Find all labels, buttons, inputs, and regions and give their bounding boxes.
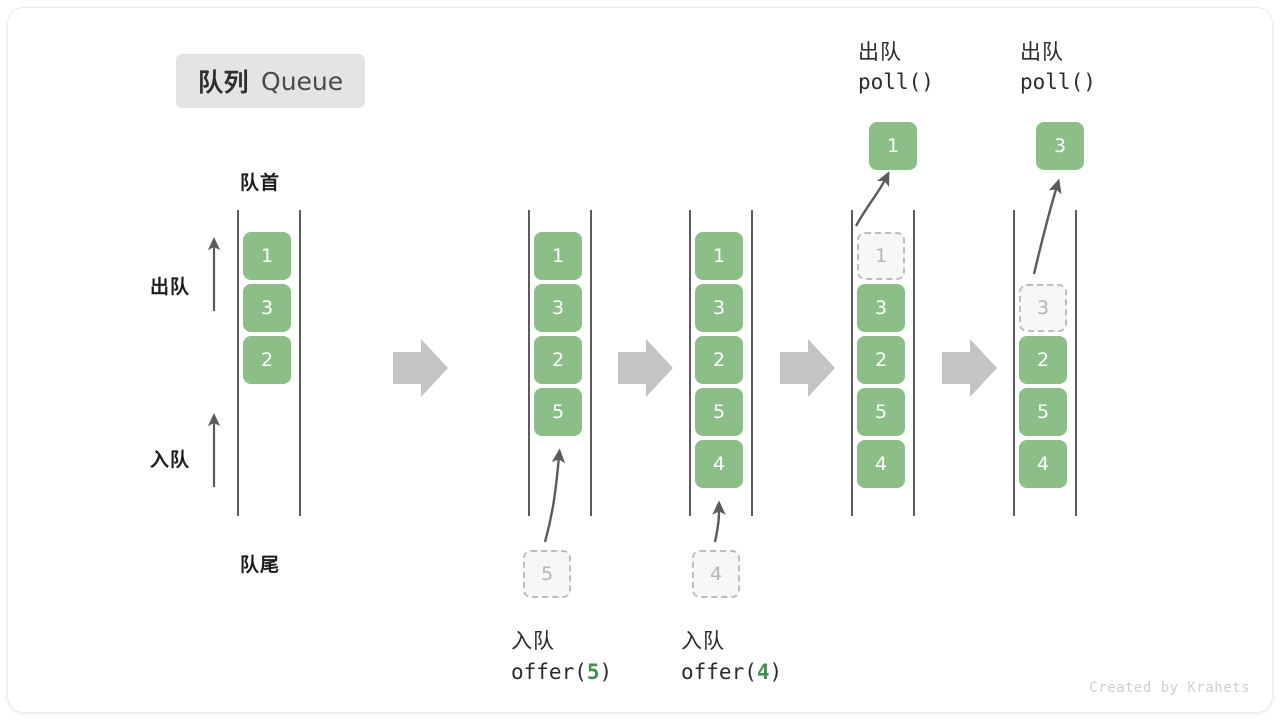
incoming-element-ghost: 5	[523, 550, 571, 598]
operation-label-cn-4: 出队	[1020, 41, 1064, 64]
title-badge: 队列 Queue	[176, 54, 366, 108]
queue-cell-new: 5	[534, 388, 582, 436]
queue-cell: 4	[857, 440, 905, 488]
operation-code-3: poll()	[858, 70, 934, 94]
code-prefix: offer(	[681, 660, 757, 684]
queue-cell: 3	[857, 284, 905, 332]
credit-watermark: Created by Krahets	[1089, 680, 1250, 696]
queue-cell: 3	[695, 284, 743, 332]
title-chinese: 队列	[198, 69, 250, 97]
queue-rail-left-3	[851, 210, 853, 516]
stage-transition-arrow-2	[618, 339, 673, 397]
title-english: Queue	[261, 66, 344, 96]
queue-cell: 5	[695, 388, 743, 436]
queue-cell: 2	[695, 336, 743, 384]
queue-cell: 2	[243, 336, 291, 384]
stage-transition-arrow-3	[780, 339, 835, 397]
queue-cell: 1	[695, 232, 743, 280]
queue-rail-right-1	[590, 210, 592, 516]
queue-cell: 5	[1019, 388, 1067, 436]
code-prefix: offer(	[511, 660, 587, 684]
queue-cell: 1	[534, 232, 582, 280]
queue-rail-right-0	[299, 210, 301, 516]
arrow-overlay	[207, 171, 1062, 543]
queue-rail-right-2	[751, 210, 753, 516]
queue-cell: 1	[243, 232, 291, 280]
code-argument: 4	[756, 660, 770, 684]
operation-label-cn-1: 入队	[511, 630, 555, 653]
queue-cell: 5	[857, 388, 905, 436]
code-suffix: )	[599, 660, 613, 684]
enqueue-arrow-4	[712, 500, 726, 543]
diagram-card: 队列 Queue 队首 队尾 出队 入队 1 3 2 1 3 2 5 5 入队 …	[8, 8, 1272, 712]
dequeue-direction-label: 出队	[150, 277, 191, 298]
dequeue-arrow-3	[1032, 178, 1062, 275]
dequeued-element: 3	[1036, 122, 1084, 170]
queue-rail-left-1	[528, 210, 530, 516]
queue-head-label: 队首	[240, 173, 281, 194]
operation-label-cn-3: 出队	[858, 41, 902, 64]
code-argument: 5	[586, 660, 600, 684]
operation-code-4: poll()	[1020, 70, 1096, 94]
operation-code-2: offer(4)	[681, 660, 782, 684]
queue-cell: 3	[534, 284, 582, 332]
enqueue-arrow-5	[543, 448, 566, 543]
operation-label-cn-2: 入队	[681, 630, 725, 653]
queue-cell: 2	[1019, 336, 1067, 384]
dequeue-arrow-1	[854, 171, 890, 227]
stage-transition-arrow-1	[393, 339, 448, 397]
queue-rail-left-2	[689, 210, 691, 516]
queue-cell: 3	[243, 284, 291, 332]
dequeued-element: 1	[869, 122, 917, 170]
stage-transition-arrow-4	[942, 339, 997, 397]
queue-rail-right-4	[1075, 210, 1077, 516]
queue-cell-removed: 1	[857, 232, 905, 280]
queue-cell: 2	[857, 336, 905, 384]
queue-cell-removed: 3	[1019, 284, 1067, 332]
queue-cell: 2	[534, 336, 582, 384]
queue-rail-right-3	[913, 210, 915, 516]
queue-rail-left-4	[1013, 210, 1015, 516]
queue-tail-label: 队尾	[240, 555, 281, 576]
incoming-element-ghost: 4	[692, 550, 740, 598]
code-suffix: )	[769, 660, 783, 684]
queue-rail-left-0	[237, 210, 239, 516]
operation-code-1: offer(5)	[511, 660, 612, 684]
enqueue-direction-label: 入队	[150, 450, 191, 471]
queue-cell-new: 4	[695, 440, 743, 488]
queue-cell: 4	[1019, 440, 1067, 488]
